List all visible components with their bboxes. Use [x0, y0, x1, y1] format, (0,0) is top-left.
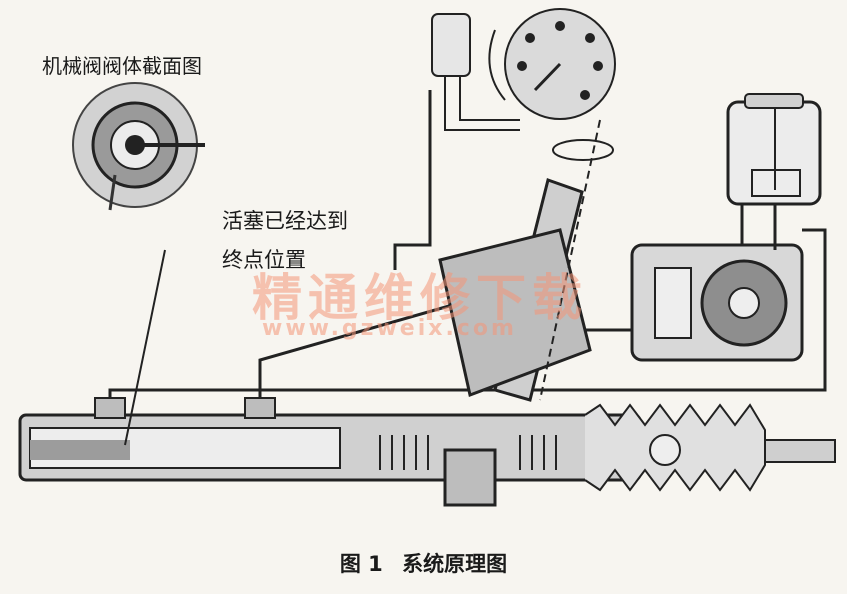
figure-caption: 图 1 系统原理图 — [0, 548, 847, 578]
piston-end-label-line2: 终点位置 — [222, 248, 306, 272]
valve-section-inset — [72, 82, 205, 211]
hydraulic-lines — [108, 90, 827, 405]
piston-pointer-line — [124, 249, 166, 446]
section-view-label: 机械阀阀体截面图 — [42, 54, 202, 78]
steering-angle-sensor — [431, 8, 616, 131]
figure-number: 图 1 — [339, 552, 383, 576]
watermark-url: www.gzweix.com — [262, 316, 517, 341]
steering-rack — [18, 397, 836, 507]
figure-title: 系统原理图 — [402, 552, 508, 576]
hydraulic-pump — [630, 243, 804, 362]
system-schematic — [18, 8, 836, 507]
fluid-reservoir — [726, 93, 822, 206]
rotary-valve — [438, 119, 614, 402]
piston-end-label-line1: 活塞已经达到 — [222, 209, 348, 233]
watermark-text: 精通维修下载 — [252, 269, 588, 327]
